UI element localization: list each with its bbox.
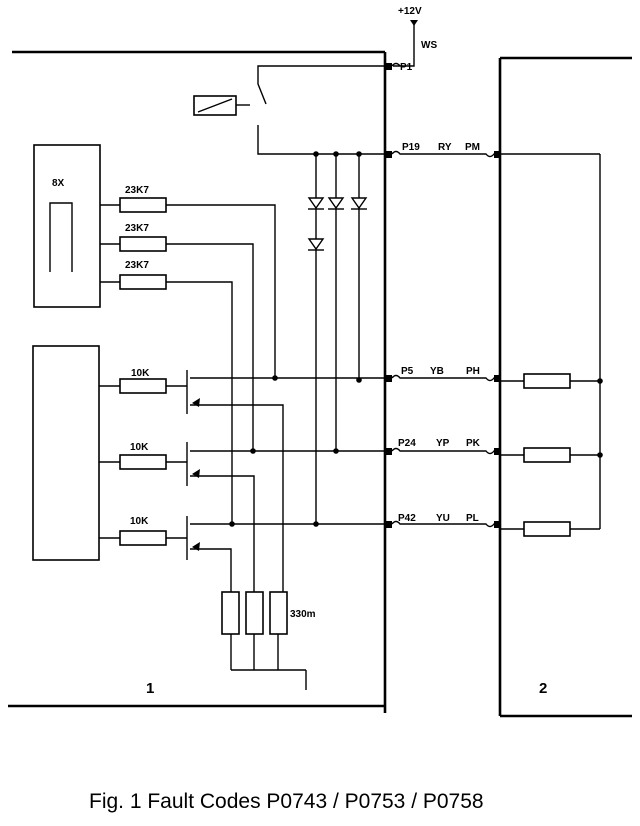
wire-yp-label: YP	[436, 438, 450, 449]
module-1-border	[8, 50, 387, 713]
resistor-10k-2-label: 10K	[130, 442, 149, 453]
term-pk-label: PK	[466, 438, 481, 449]
pin-p19-label: P19	[402, 142, 420, 153]
diode-network	[307, 151, 368, 527]
pin-p1-label: P1	[400, 62, 413, 73]
resistor-23k7-1-label: 23K7	[125, 185, 149, 196]
module-2-border	[498, 56, 632, 718]
figure-caption: Fig. 1 Fault Codes P0743 / P0753 / P0758	[89, 790, 484, 813]
connector-p24	[385, 447, 501, 455]
resistor-23k7-3-label: 23K7	[125, 260, 149, 271]
connector-p5	[385, 374, 501, 382]
supply-name-label: WS	[421, 40, 437, 51]
ic-8x-block	[33, 144, 101, 308]
ic-8x-label: 8X	[52, 178, 65, 189]
connector-p19	[385, 150, 501, 158]
wire-ry-label: RY	[438, 142, 452, 153]
term-pm-label: PM	[465, 142, 480, 153]
term-ph-label: PH	[466, 366, 480, 377]
resistor-23k7-row2	[100, 236, 256, 454]
term-pl-label: PL	[466, 513, 479, 524]
module-1-number: 1	[146, 680, 154, 697]
supply-voltage-label: +12V	[398, 6, 422, 17]
resistor-10k-1-label: 10K	[131, 368, 150, 379]
pin-p24-label: P24	[398, 438, 416, 449]
pin-p5-label: P5	[401, 366, 414, 377]
relay	[193, 65, 385, 155]
resistor-23k7-2-label: 23K7	[125, 223, 149, 234]
channel-1-driver	[99, 370, 385, 596]
shunt-label: 330m	[290, 609, 316, 620]
channel-3-driver	[99, 516, 385, 596]
shunt-resistors	[221, 591, 307, 690]
resistor-23k7-row1	[100, 197, 278, 381]
supply-feed	[385, 20, 418, 70]
pin-p42-label: P42	[398, 513, 416, 524]
module-2-number: 2	[539, 680, 547, 697]
wire-yu-label: YU	[436, 513, 450, 524]
module-2-solenoids	[500, 153, 603, 537]
connector-p42	[385, 520, 501, 528]
resistor-23k7-row3	[100, 274, 235, 527]
driver-block	[32, 345, 100, 561]
wire-yb-label: YB	[430, 366, 444, 377]
resistor-10k-3-label: 10K	[130, 516, 149, 527]
channel-2-driver	[99, 442, 385, 596]
